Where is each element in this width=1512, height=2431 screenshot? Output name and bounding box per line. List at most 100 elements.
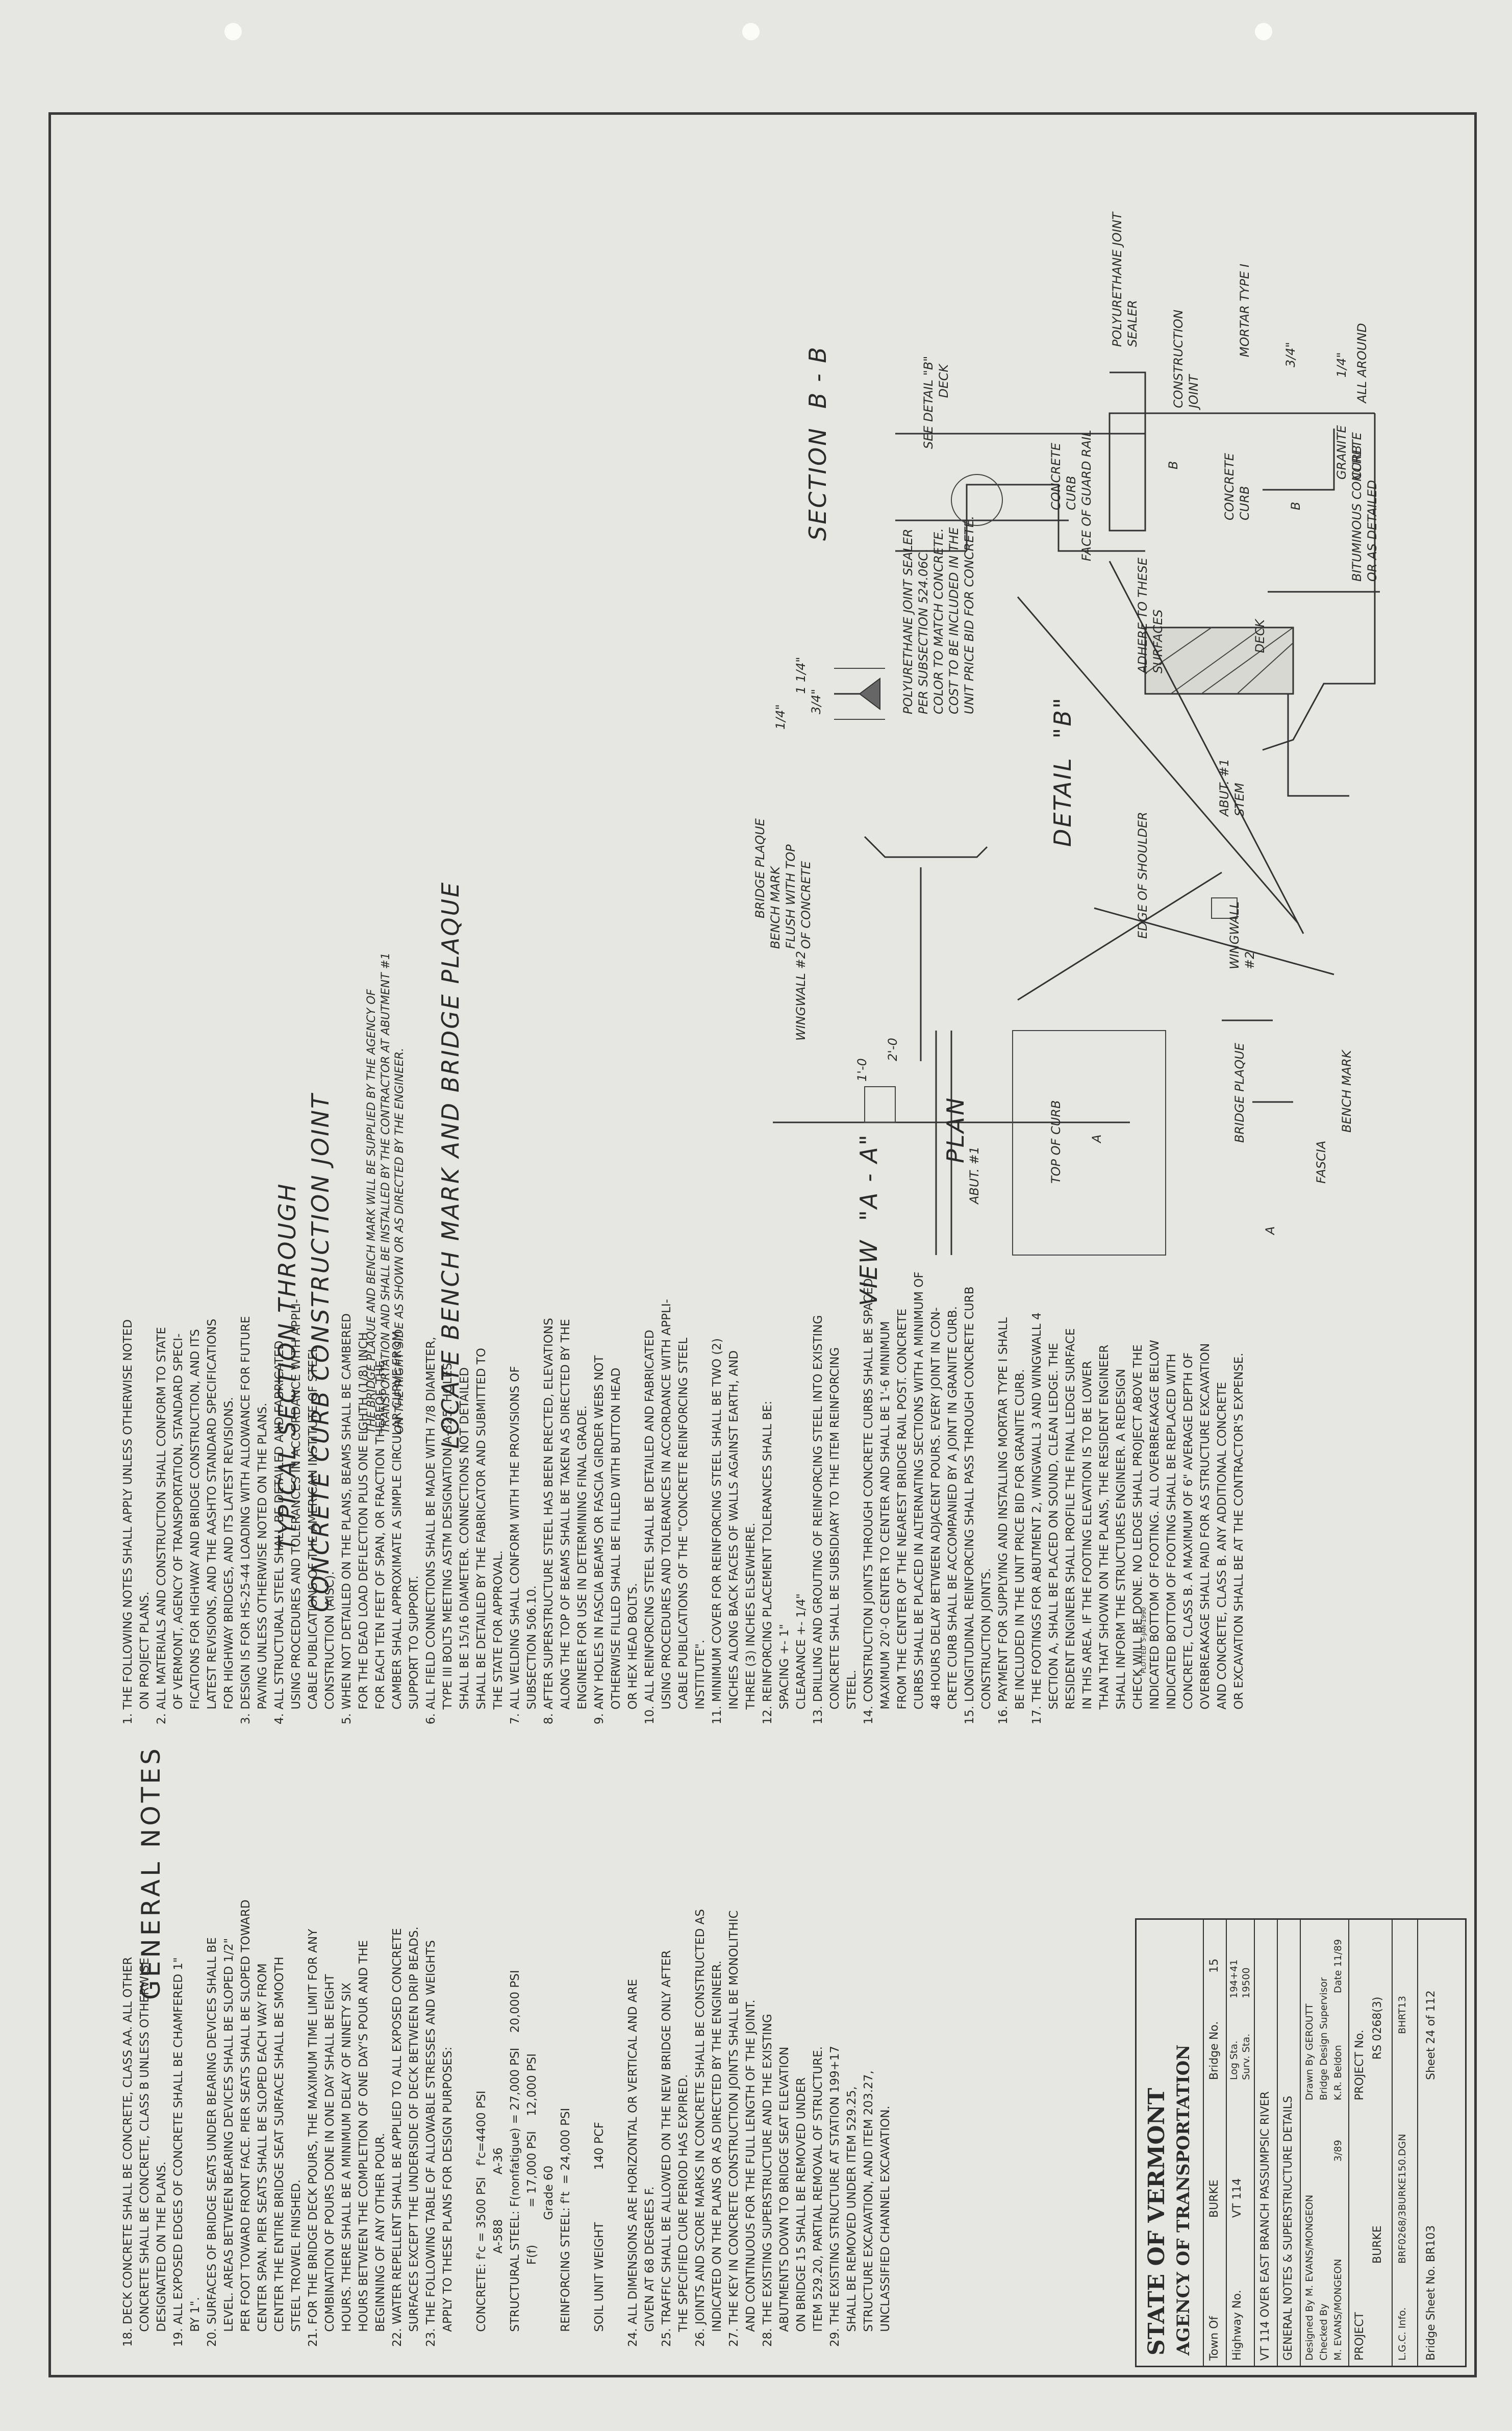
note-line: 3. DESIGN IS FOR HS-25-44 LOADING WITH A… — [239, 1316, 253, 1724]
plot-stamp: PLOTTED 5-JAN-1990 — [1140, 1607, 1147, 1673]
note-line: CONSTRUCTION JOINTS. — [980, 1568, 993, 1724]
note-line: 19. ALL EXPOSED EDGES OF CONCRETE SHALL … — [172, 1957, 185, 2347]
note-line: AND CONCRETE, CLASS B. ANY ADDITIONAL CO… — [1216, 1382, 1229, 1724]
label-a-mark-left: A — [1090, 1134, 1104, 1143]
note-line: OF VERMONT, AGENCY OF TRANSPORTATION, ST… — [172, 1333, 185, 1724]
note-line: THREE (3) INCHES ELSEWHERE. — [744, 1522, 758, 1724]
tb-surv-sta-label: Surv. Sta. — [1241, 2034, 1252, 2080]
general-notes-column-2: 18. DECK CONCRETE SHALL BE CONCRETE, CLA… — [120, 1899, 894, 2347]
note-line: ABUTMENTS DOWN TO BRIDGE SEAT ELEVATION — [778, 2046, 791, 2347]
label-see-detail-b: SEE DETAIL "B" — [921, 356, 936, 449]
note-line: OTHERWISE FILLED SHALL BE FILLED WITH BU… — [610, 1367, 623, 1724]
title-block-agency: AGENCY OF TRANSPORTATION — [1173, 2044, 1194, 2355]
note-line: INDICATED ON THE PLANS OR AS DIRECTED BY… — [711, 1960, 724, 2347]
tb-description: VT 114 OVER EAST BRANCH PASSUMPSIC RIVER — [1259, 2091, 1272, 2361]
note-line: STEEL. — [845, 1669, 859, 1724]
tb-checked-name: M. EVANS/MONGEON — [1332, 2259, 1344, 2361]
note-line: F(f) = 17,000 PSI 12,000 PSI — [525, 2053, 539, 2347]
note-line: CAMBER SHALL APPROXIMATE A SIMPLE CIRCUL… — [391, 1331, 404, 1724]
label-top-of-curb: TOP OF CURB — [1049, 1100, 1063, 1184]
note-line: 7. ALL WELDING SHALL CONFORM WITH THE PR… — [509, 1366, 522, 1724]
note-line: ENGINEER FOR USE IN DETERMINING FINAL GR… — [576, 1405, 589, 1724]
note-line: 25. TRAFFIC SHALL BE ALLOWED ON THE NEW … — [660, 1950, 673, 2347]
note-line: APPLY TO THESE PLANS FOR DESIGN PURPOSES… — [441, 2046, 455, 2347]
label-bench-mark-flush: BENCH MARK FLUSH WITH TOP OF CONCRETE — [768, 844, 813, 949]
punch-hole — [1255, 23, 1272, 40]
section-bb-title: SECTION B - B — [804, 345, 831, 541]
note-line: SECTION A, SHALL BE PLACED ON SOUND, CLE… — [1047, 1343, 1061, 1724]
label-bridge-plaque-2: BRIDGE PLAQUE — [753, 818, 767, 918]
note-line: 24. ALL DIMENSIONS ARE HORIZONTAL OR VER… — [626, 1978, 640, 2347]
note-line: A-588 A-36 — [492, 2147, 505, 2347]
granite-curb-rect — [1144, 626, 1294, 695]
note-line: CONCRETE SHALL BE SUBSIDIARY TO THE ITEM… — [828, 1347, 842, 1724]
note-line: HOURS BETWEEN THE COMPLETION OF ONE DAY'… — [357, 1940, 370, 2347]
note-line: 23. THE FOLLOWING TABLE OF ALLOWABLE STR… — [424, 1940, 438, 2347]
label-quarter-inch: 1/4" — [1334, 352, 1349, 378]
label-adhere-surfaces: ADHERE TO THESE SURFACES — [1136, 557, 1165, 673]
label-fascia: FASCIA — [1314, 1140, 1328, 1184]
note-line: BEGINNING OF ANY OTHER POUR. — [374, 2133, 387, 2347]
note-line: 1. THE FOLLOWING NOTES SHALL APPLY UNLES… — [121, 1319, 135, 1724]
note-line — [457, 1899, 473, 2347]
view-aa-drawing — [773, 836, 1166, 1256]
note-line: CRETE CURB SHALL BE ACCOMPANIED BY A JOI… — [946, 1306, 960, 1724]
note-line: CLEARANCE +- 1/4" — [795, 1593, 808, 1724]
note-line: CENTER THE ENTIRE BRIDGE SEAT SURFACE SH… — [273, 1957, 286, 2347]
rotated-drawing-area: TYPICAL SECTION THROUGH CONCRETE CURB CO… — [48, 112, 1477, 2377]
tb-lgc: BRF0268/3BURKE150.DGN — [1397, 2134, 1408, 2264]
label-a-mark-right: A — [1263, 1226, 1277, 1235]
note-line: 20. SURFACES OF BRIDGE SEATS UNDER BEARI… — [206, 1937, 219, 2347]
plan-title: PLAN — [942, 1096, 969, 1163]
label-edge-of-shoulder: EDGE OF SHOULDER — [1136, 812, 1150, 939]
label-poly-sealer-note: POLYURETHANE JOINT SEALER PER SUBSECTION… — [901, 516, 976, 714]
note-line: CONCRETE SHALL BE CONCRETE, CLASS B UNLE… — [138, 1958, 152, 2347]
punch-hole — [742, 23, 760, 40]
note-line: 5. WHEN NOT DETAILED ON THE PLANS, BEAMS… — [340, 1313, 354, 1724]
note-line: USING PROCEDURES AND TOLERANCES IN ACCOR… — [660, 1299, 673, 1724]
label-deck: DECK — [1253, 619, 1267, 653]
plan-drawing — [1017, 561, 1334, 1103]
label-dim-2-0: 2'-0 — [886, 1038, 900, 1061]
inner-curb — [1263, 429, 1335, 491]
tb-lgc-label: L.G.C. Info. — [1397, 2307, 1408, 2361]
title-block-state: STATE OF VERMONT — [1144, 2088, 1170, 2355]
tb-date: 3/89 — [1332, 2140, 1344, 2162]
note-line: 14. CONSTRUCTION JOINTS THROUGH CONCRETE… — [862, 1278, 875, 1724]
label-wingwall-2: WINGWALL #2 — [1227, 901, 1257, 969]
label-quarter-b: 1/4" — [773, 704, 788, 730]
tb-supervisor: K.R. Beldon — [1332, 2045, 1344, 2100]
note-line: ITEM 529.20, PARTIAL REMOVAL OF STRUCTUR… — [812, 2046, 825, 2347]
label-polyurethane-joint-sealer: POLYURETHANE JOINT SEALER — [1110, 212, 1140, 347]
note-line: GIVEN AT 68 DEGREES F. — [643, 2186, 657, 2347]
note-line: INDICATED BOTTOM OF FOOTING SHALL BE REP… — [1165, 1354, 1178, 1724]
note-line: INDICATED BOTTOM OF FOOTING. ALL OVERBRE… — [1148, 1340, 1162, 1724]
note-line: CABLE PUBLICATIONS OF THE "CONCRETE REIN… — [677, 1337, 690, 1724]
curb-outline — [1108, 371, 1375, 532]
note-line: STRUCTURAL STEEL: F(nonfatigue) = 27,000… — [509, 1970, 522, 2347]
note-line: 17. THE FOOTINGS FOR ABUTMENT 2, WINGWAL… — [1030, 1312, 1044, 1724]
label-bridge-plaque: BRIDGE PLAQUE — [1232, 1043, 1247, 1143]
note-line: 29. THE EXISTING STRUCTURE AT STATION 19… — [828, 2045, 842, 2347]
note-line: 21. FOR THE BRIDGE DECK POURS, THE MAXIM… — [307, 1928, 320, 2347]
label-abut-1: ABUT. #1 — [967, 1146, 981, 1204]
note-line: SURFACES EXCEPT THE UNDERSIDE OF DECK BE… — [408, 1926, 421, 2347]
note-line: INCHES ALONG BACK FACES OF WALLS AGAINST… — [727, 1350, 741, 1724]
note-line: 11. MINIMUM COVER FOR REINFORCING STEEL … — [711, 1338, 724, 1724]
note-line: 15. LONGITUDINAL REINFORCING SHALL PASS … — [963, 1286, 976, 1724]
note-line: 10. ALL REINFORCING STEEL SHALL BE DETAI… — [643, 1330, 657, 1725]
note-line: PER FOOT TOWARD FRONT FACE. PIER SEATS S… — [239, 1899, 253, 2347]
note-line — [574, 1899, 591, 2347]
note-line: IN THIS AREA. IF THE FOOTING ELEVATION I… — [1081, 1361, 1094, 1724]
note-line: Grade 60 — [542, 2165, 556, 2347]
note-line: 18. DECK CONCRETE SHALL BE CONCRETE, CLA… — [121, 1957, 135, 2347]
deck-line — [1287, 694, 1349, 797]
label-dim-1-0: 1'-0 — [855, 1058, 869, 1082]
note-line: THE STATE FOR APPROVAL. — [492, 1550, 505, 1724]
note-line: HOURS. THERE SHALL BE A MINIMUM DELAY OF… — [340, 1983, 354, 2347]
note-line: FOR EACH TEN FEET OF SPAN, OR FRACTION T… — [374, 1360, 387, 1724]
note-line: SHALL BE REMOVED UNDER ITEM 529.25, — [845, 2086, 859, 2347]
general-notes-column-1: 1. THE FOLLOWING NOTES SHALL APPLY UNLES… — [120, 1271, 1248, 1724]
tb-project-no-label: PROJECT No. — [1353, 2029, 1366, 2100]
